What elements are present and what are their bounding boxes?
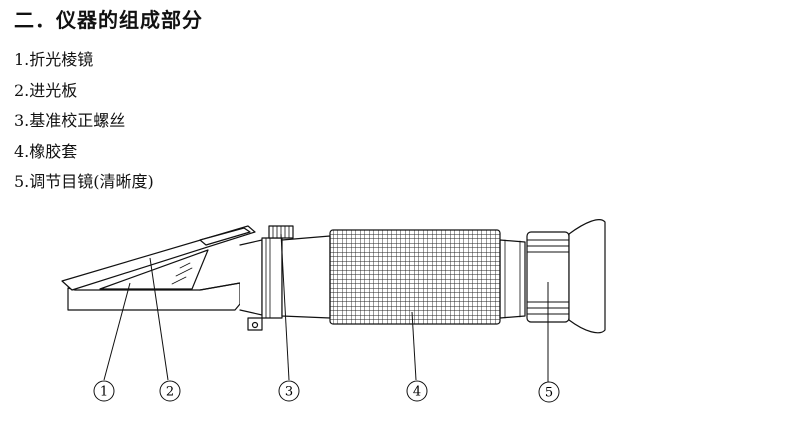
leader-line-3 bbox=[280, 233, 290, 381]
list-item: 2.进光板 bbox=[14, 76, 154, 107]
callout-1: 1 bbox=[93, 380, 115, 402]
rubber-grip bbox=[329, 229, 501, 325]
list-item: 4.橡胶套 bbox=[14, 137, 154, 168]
callout-5: 5 bbox=[538, 381, 560, 403]
section-heading: 二．仪器的组成部分 bbox=[14, 8, 203, 32]
item-label: 调节目镜(清晰度) bbox=[29, 172, 154, 191]
leader-line-2 bbox=[149, 257, 169, 381]
item-label: 基准校正螺丝 bbox=[29, 111, 126, 130]
item-label: 进光板 bbox=[29, 80, 78, 100]
item-label: 折光棱镜 bbox=[29, 50, 94, 69]
leader-line-4 bbox=[411, 311, 417, 381]
callout-number: 3 bbox=[285, 385, 293, 400]
daylight-plate bbox=[61, 225, 256, 291]
item-number: 1. bbox=[14, 50, 30, 69]
item-number: 4. bbox=[14, 141, 30, 161]
list-item: 1.折光棱镜 bbox=[14, 45, 154, 76]
callout-number: 1 bbox=[100, 385, 108, 400]
callout-4: 4 bbox=[406, 380, 428, 402]
callout-2: 2 bbox=[159, 380, 181, 402]
callout-number: 2 bbox=[166, 385, 174, 400]
item-number: 5. bbox=[14, 172, 30, 191]
parts-list: 1.折光棱镜 2.进光板 3.基准校正螺丝 4.橡胶套 5.调节目镜(清晰度) bbox=[14, 45, 154, 198]
item-label: 橡胶套 bbox=[29, 141, 78, 161]
prism-glass bbox=[99, 249, 209, 290]
item-number: 3. bbox=[14, 111, 30, 130]
calibration-screw bbox=[268, 225, 294, 239]
callout-3: 3 bbox=[278, 380, 300, 402]
list-item: 3.基准校正螺丝 bbox=[14, 106, 154, 137]
callout-number: 5 bbox=[545, 386, 553, 401]
list-item: 5.调节目镜(清晰度) bbox=[14, 167, 154, 198]
callout-number: 4 bbox=[413, 385, 421, 400]
item-number: 2. bbox=[14, 80, 30, 100]
leader-line-1 bbox=[103, 282, 131, 381]
eyecup bbox=[568, 219, 606, 334]
